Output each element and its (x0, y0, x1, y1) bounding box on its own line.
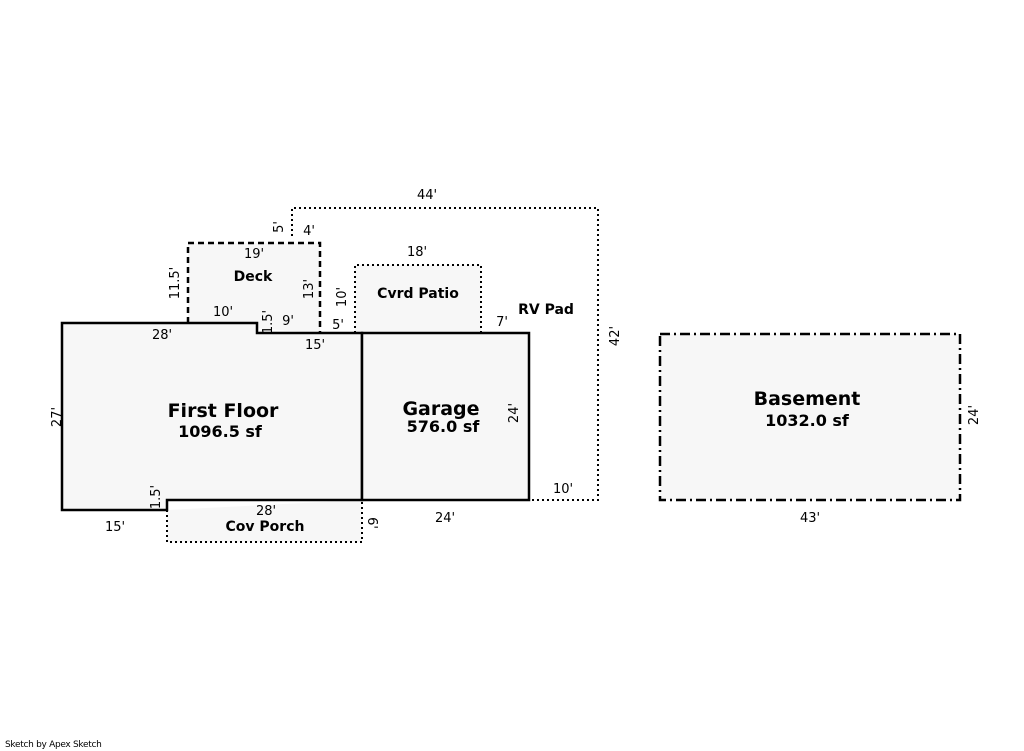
dim-deck-inner: 9' (282, 314, 294, 329)
dim-deck-right: 13' (302, 279, 317, 299)
first-floor-area: 1096.5 sf (178, 422, 263, 441)
cvrd-patio-outline (354, 264, 482, 333)
dim-patio-left-gap: 5' (332, 318, 344, 333)
dim-rv-right: 42' (608, 326, 623, 346)
dim-deck-left: 11.5' (168, 267, 183, 300)
dim-rv-bottom: 10' (553, 482, 573, 497)
dim-patio-top: 18' (407, 245, 427, 260)
garage-label: Garage (402, 398, 479, 420)
dim-ff-top-right: 15' (305, 338, 325, 353)
garage-outline (360, 331, 531, 502)
deck-label: Deck (234, 269, 273, 285)
dim-ff-step: 1.5' (149, 485, 164, 509)
dim-rv-notch-v: 5' (272, 221, 287, 233)
first-floor-label: First Floor (168, 400, 279, 422)
dim-patio-right-gap: 7' (496, 315, 508, 330)
basement-label: Basement (754, 388, 861, 410)
deck-outline (186, 241, 322, 333)
dim-ff-left: 27' (50, 407, 65, 427)
dim-ff-bottom: 15' (105, 520, 125, 535)
dim-base-bottom: 43' (800, 511, 820, 526)
cov-porch-outline (166, 500, 363, 543)
dim-deck-top: 19' (244, 247, 264, 262)
sketch-credit: Sketch by Apex Sketch (5, 740, 102, 750)
dim-deck-step: 1.5' (261, 310, 276, 334)
garage-area: 576.0 sf (407, 417, 481, 436)
dim-base-right: 24' (967, 405, 982, 425)
dim-rv-notch-h: 4' (303, 224, 315, 239)
dim-porch-top: 28' (256, 504, 276, 519)
dim-porch-right: 6' (364, 517, 379, 529)
basement-area: 1032.0 sf (765, 411, 850, 430)
cvrd-patio-label: Cvrd Patio (377, 286, 459, 302)
dim-garage-bottom: 24' (435, 511, 455, 526)
dim-garage-right: 24' (507, 403, 522, 423)
dim-patio-left: 10' (335, 287, 350, 307)
dim-rv-top: 44' (417, 188, 437, 203)
basement-outline (658, 332, 962, 502)
dim-deck-bottom: 10' (213, 305, 233, 320)
rv-pad-label: RV Pad (518, 302, 574, 318)
dim-ff-top: 28' (152, 328, 172, 343)
cov-porch-label: Cov Porch (226, 519, 305, 535)
